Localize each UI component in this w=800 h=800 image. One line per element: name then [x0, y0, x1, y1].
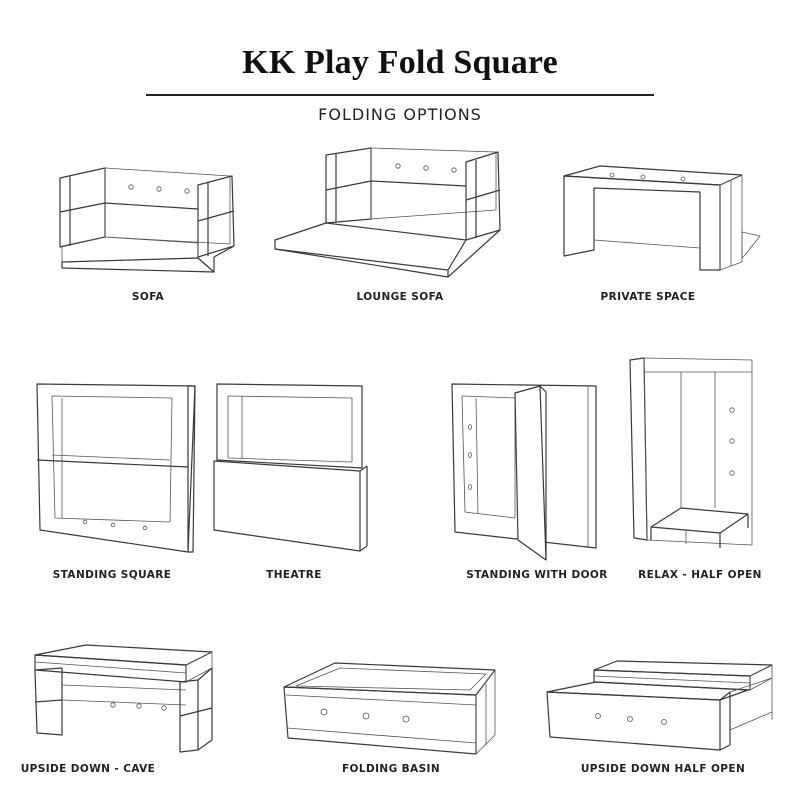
lounge-sofa-illustration [274, 147, 501, 278]
page-subtitle: FOLDING OPTIONS [318, 105, 482, 124]
option-label-folding-basin: FOLDING BASIN [341, 763, 441, 775]
option-label-theatre: THEATRE [266, 569, 322, 581]
option-label-relax-half-open: RELAX - HALF OPEN [638, 569, 762, 581]
folding-basin-illustration [283, 662, 496, 755]
relax-half-open-illustration [629, 357, 753, 548]
private-space-illustration [563, 165, 761, 271]
option-label-private-space: PRIVATE SPACE [600, 291, 696, 303]
theatre-illustration [213, 383, 368, 552]
page-title: KK Play Fold Square [242, 44, 558, 81]
option-label-lounge-sofa: LOUNGE SOFA [356, 291, 444, 303]
option-label-upside-down-half-open: UPSIDE DOWN HALF OPEN [580, 763, 746, 775]
standing-with-door-illustration [451, 383, 597, 561]
option-label-standing-with-door: STANDING WITH DOOR [466, 569, 608, 581]
standing-square-illustration [36, 383, 196, 553]
upside-down-half-open-illustration [546, 660, 773, 751]
title-divider [146, 94, 654, 96]
option-label-sofa: SOFA [131, 291, 165, 303]
upside-down-cave-illustration [34, 644, 213, 753]
sofa-illustration [59, 167, 235, 273]
option-label-upside-down-cave: UPSIDE DOWN - CAVE [20, 763, 156, 775]
option-label-standing-square: STANDING SQUARE [52, 569, 172, 581]
